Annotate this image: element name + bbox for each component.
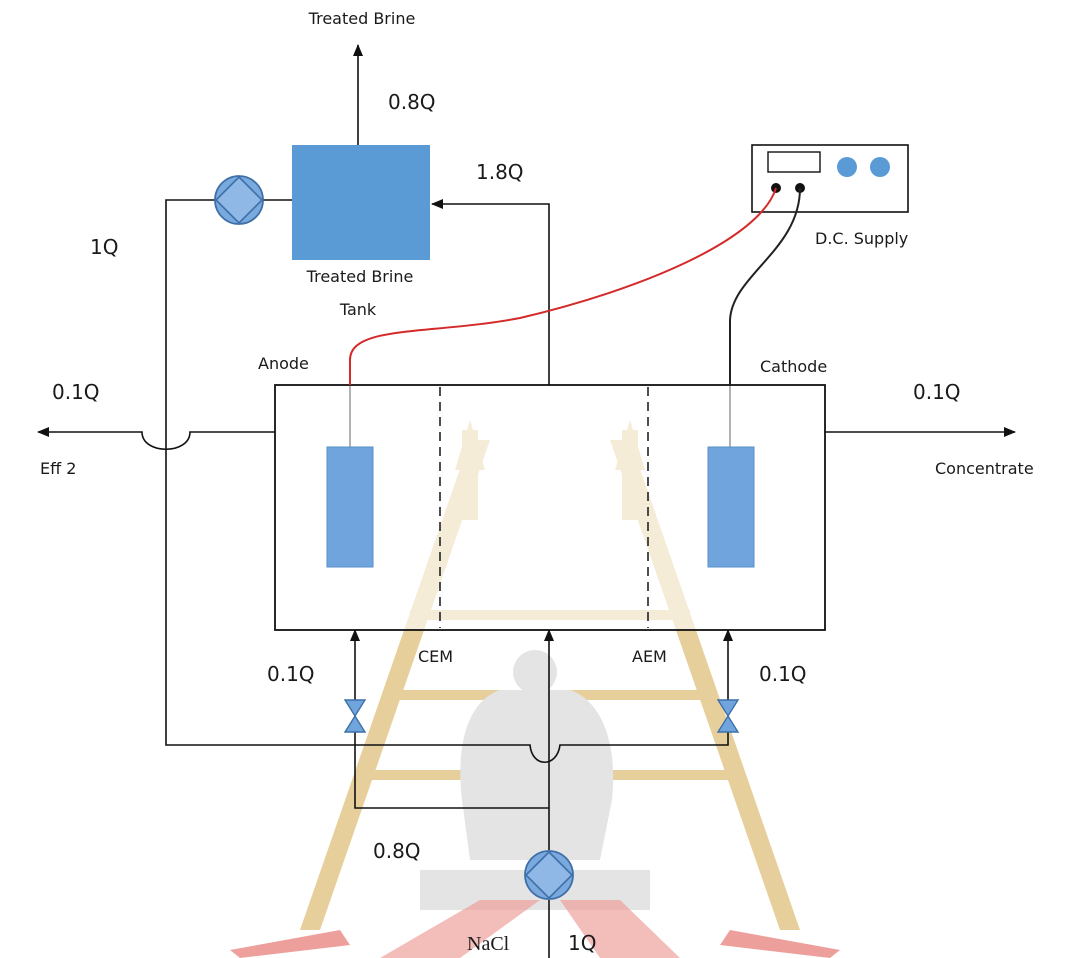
treated-brine-tank: [292, 145, 430, 260]
flow-label-1Q-left: 1Q: [90, 235, 118, 259]
flow-label-0-1Q-anode-inlet: 0.1Q: [267, 662, 315, 686]
cem-label: CEM: [418, 647, 453, 666]
tank-label-line1: Treated Brine: [306, 267, 414, 286]
flow-label-0-1Q-right: 0.1Q: [913, 380, 961, 404]
concentrate-label: Concentrate: [935, 459, 1034, 478]
flow-label-1-8Q: 1.8Q: [476, 160, 524, 184]
anode-electrode: [326, 446, 374, 568]
anode-label: Anode: [258, 354, 309, 373]
valve-icon: [716, 699, 740, 733]
dc-supply-label: D.C. Supply: [815, 229, 908, 248]
anode-inlet-pipe: [350, 629, 549, 809]
pump-icon: [214, 175, 264, 225]
left-loop-pipe-lower: [165, 435, 729, 763]
tank-label-line2: Tank: [339, 300, 377, 319]
flow-label-0-8Q-top: 0.8Q: [388, 90, 436, 114]
flow-label-0-1Q-left: 0.1Q: [52, 380, 100, 404]
recycle-to-tank-pipe: [431, 199, 550, 385]
cathode-label: Cathode: [760, 357, 827, 376]
flow-label-1Q-bottom: 1Q: [568, 931, 596, 955]
positive-wire: [349, 187, 777, 385]
flow-label-0-1Q-cathode-inlet: 0.1Q: [759, 662, 807, 686]
eff2-label: Eff 2: [40, 459, 76, 478]
pump-to-left-loop-pipe: [165, 199, 215, 435]
eff2-outlet-pipe: [37, 427, 275, 451]
negative-wire: [729, 187, 801, 385]
dc-supply-icon: [751, 144, 909, 213]
aem-label: AEM: [632, 647, 667, 666]
valve-icon: [343, 699, 367, 733]
nacl-label: NaCl: [467, 933, 510, 955]
treated-brine-outlet-label: Treated Brine: [308, 9, 416, 28]
pump-icon: [524, 850, 574, 900]
cathode-electrode: [707, 446, 755, 568]
flow-label-0-8Q-bottom: 0.8Q: [373, 839, 421, 863]
